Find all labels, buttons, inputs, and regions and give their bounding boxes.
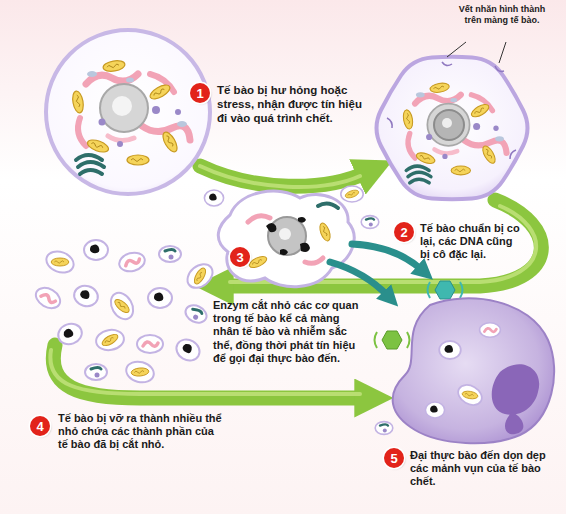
callout-circle: 3	[230, 247, 250, 267]
leader-line	[447, 42, 466, 57]
cell-fragment	[361, 216, 379, 229]
macrophage-nucleus	[492, 364, 539, 415]
engulfed-fragment	[480, 323, 501, 337]
er-piece	[305, 258, 323, 263]
engulfed-fragment	[425, 402, 444, 418]
macrophage-body	[393, 298, 555, 443]
annotation: Vết nhăn hình thành trên màng tế bào.	[452, 4, 552, 26]
mitochondrion	[318, 222, 332, 242]
er-piece	[248, 216, 270, 222]
signal-molecule	[382, 331, 402, 349]
organelles	[402, 82, 507, 183]
healthy-cell	[46, 30, 210, 194]
mitochondrion	[248, 254, 269, 270]
callout-number: 4	[36, 420, 43, 433]
cell-fragment	[375, 422, 393, 435]
cell-membrane	[46, 30, 210, 194]
green-arrow	[200, 166, 368, 186]
callout-circle: 2	[394, 222, 414, 242]
macrophage-nucleus	[505, 412, 523, 434]
chromatin-piece	[300, 243, 310, 252]
signal-wave	[460, 282, 463, 298]
callout-circle: 4	[30, 416, 50, 436]
nucleolus	[442, 118, 452, 128]
signal-wave	[428, 282, 431, 298]
chromatin-piece	[266, 223, 276, 232]
organelles	[71, 59, 190, 174]
engulfed-fragment	[439, 341, 461, 359]
chromatin-piece	[298, 217, 306, 223]
callout-number: 5	[390, 452, 397, 465]
cell-fragment	[204, 190, 223, 206]
golgi-piece	[318, 203, 338, 208]
callout-number: 1	[196, 87, 203, 100]
step-description: Tế bào bị hư hỏng hoặc stress, nhận được…	[217, 84, 365, 125]
cell-fragment	[341, 186, 363, 202]
step-description: Tế bào chuẩn bị co lại, các DNA cũng bị …	[420, 222, 525, 262]
nucleolus	[279, 228, 291, 240]
shrinking-cell	[377, 57, 528, 200]
step-description: Tế bào bị vỡ ra thành nhiều thể nhỏ chứa…	[58, 412, 223, 452]
step-description: Đại thực bào đến dọn dẹp các mảnh vụn củ…	[410, 449, 560, 489]
membrane-wrinkle	[510, 150, 516, 159]
condensed-nucleus	[434, 110, 464, 140]
chromatin-piece	[280, 249, 288, 255]
callout-circle: 5	[384, 448, 404, 468]
broken-membrane	[218, 191, 354, 287]
callout-number: 3	[236, 251, 243, 264]
apoptotic-bodies	[32, 240, 217, 385]
membrane-wrinkle	[495, 66, 504, 71]
wrinkled-membrane	[377, 57, 528, 200]
signal-wave	[407, 332, 410, 348]
callout-circle: 1	[190, 83, 210, 103]
nucleus	[268, 217, 306, 255]
callout-number: 2	[400, 226, 407, 239]
signal-molecule	[435, 281, 455, 299]
signal-arrow	[330, 262, 388, 296]
step-description: Enzym cắt nhỏ các cơ quan trong tế bào k…	[213, 299, 368, 365]
macrophage	[375, 298, 554, 443]
green-arrow-shine	[200, 166, 360, 187]
signal-wave	[375, 332, 378, 348]
membrane-wrinkle	[442, 62, 452, 66]
membrane-wrinkle	[387, 118, 392, 128]
leader-line	[499, 42, 506, 63]
signal-arrow	[352, 244, 422, 270]
engulfed-fragment	[455, 381, 486, 409]
